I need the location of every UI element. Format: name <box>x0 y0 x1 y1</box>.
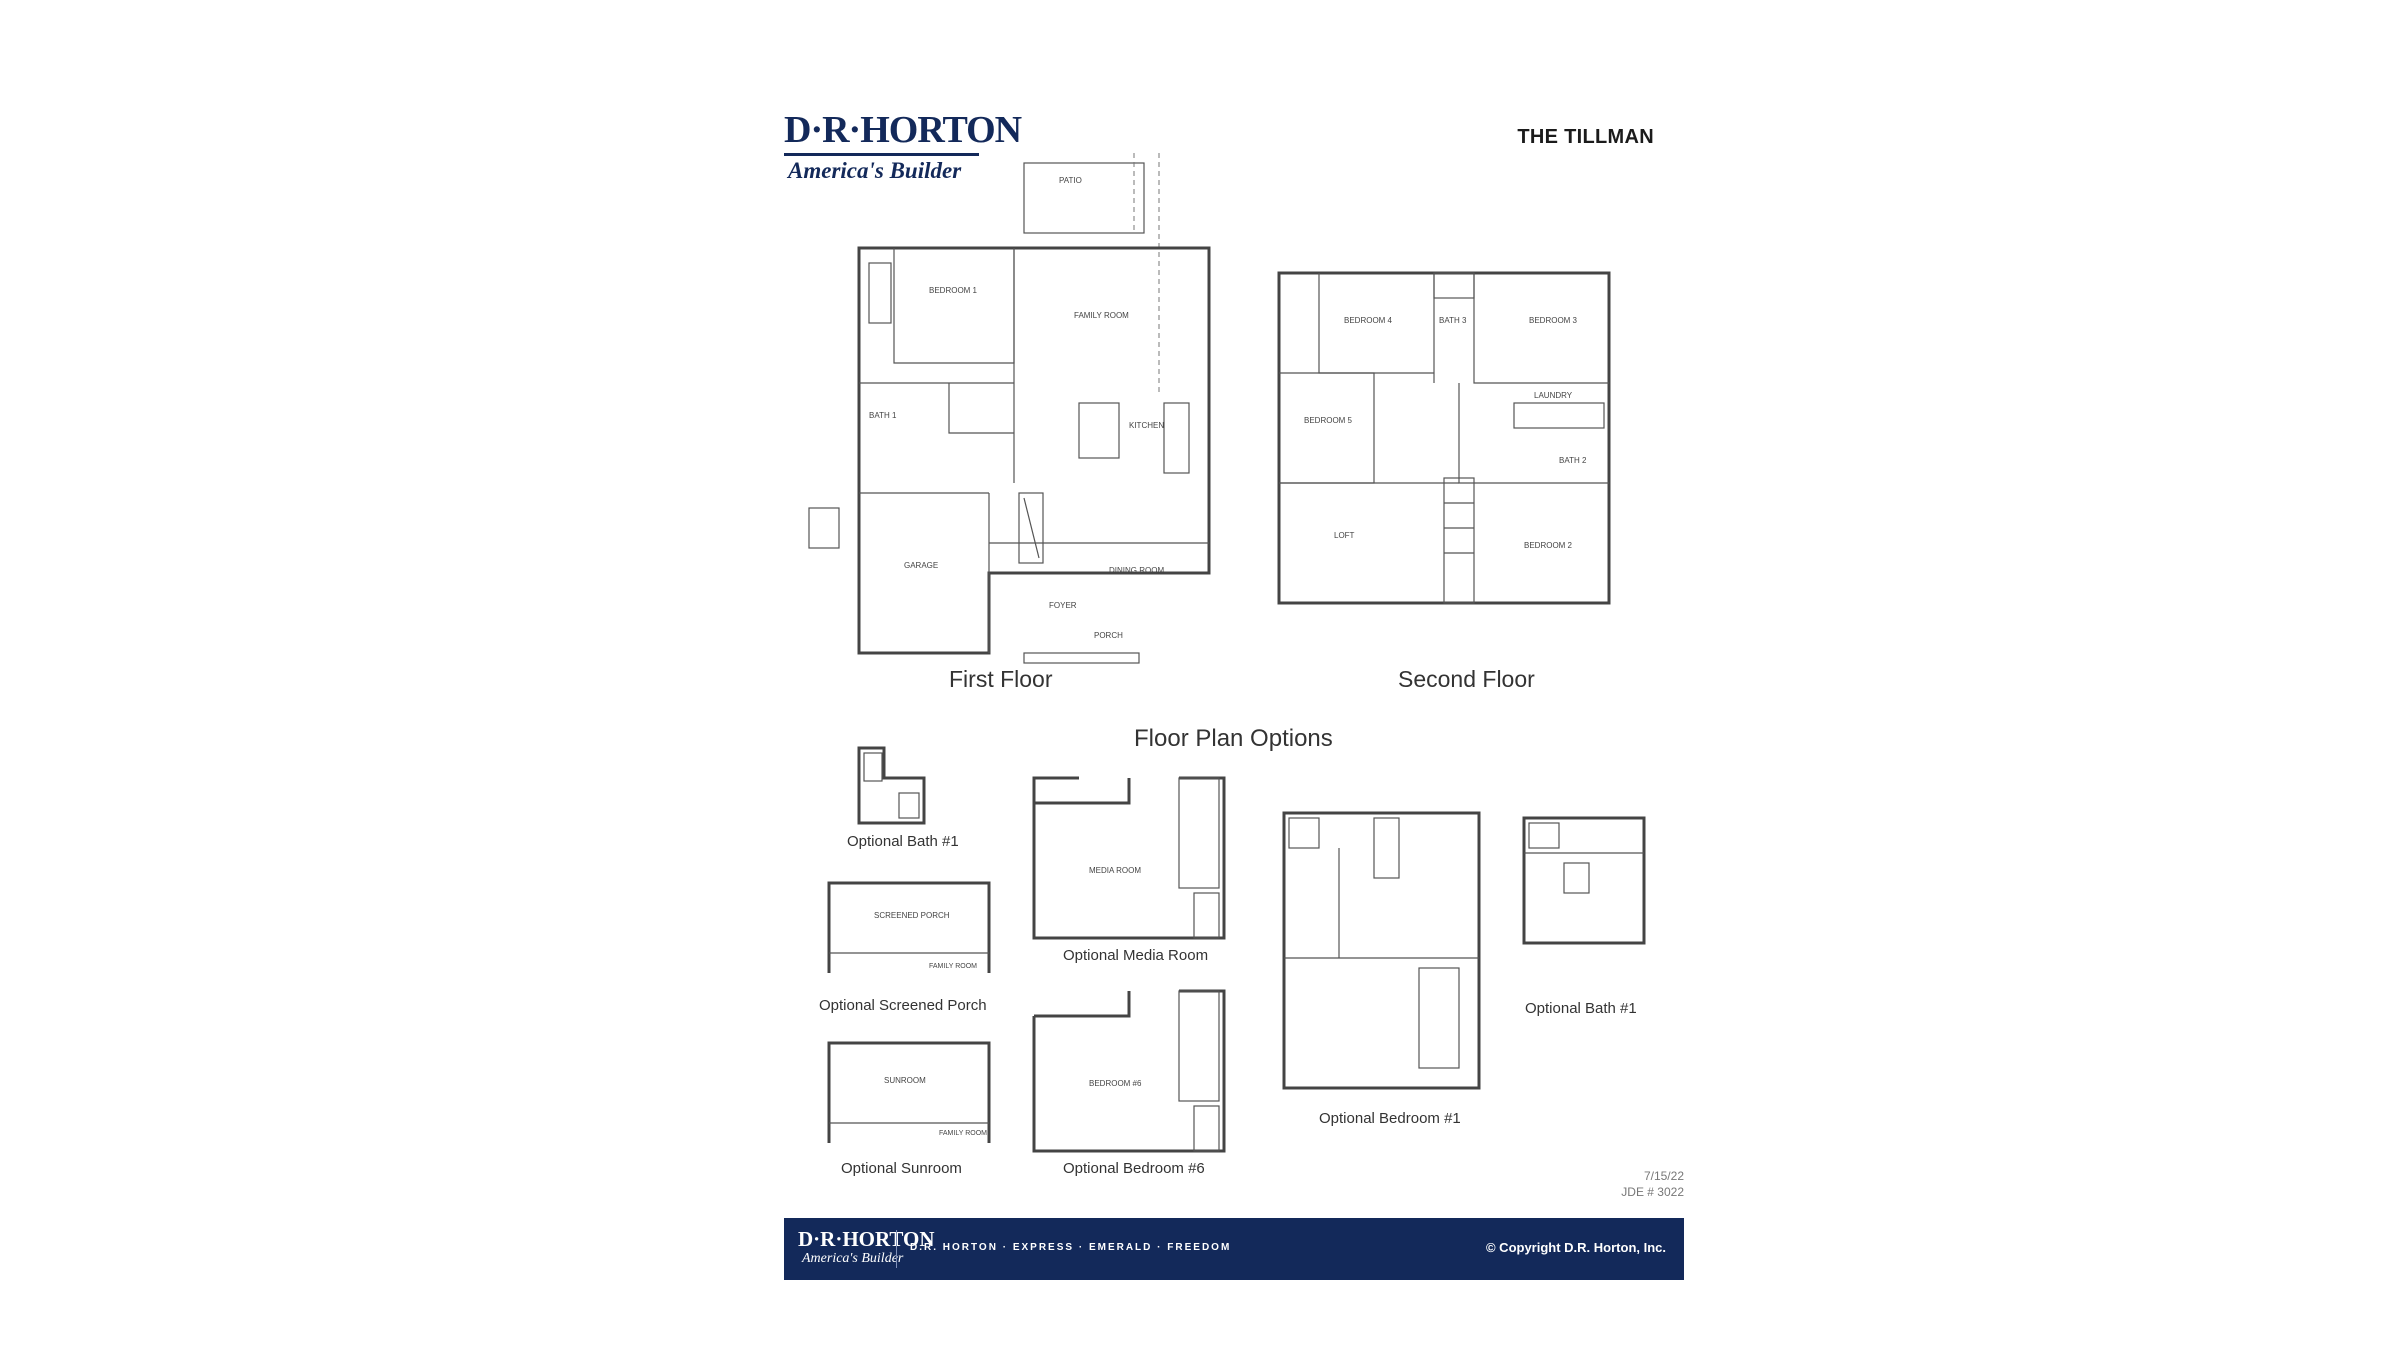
footer-logo-tagline: America's Builder <box>802 1251 904 1266</box>
porch-label: PORCH <box>1094 631 1123 640</box>
logo-rule <box>784 153 979 156</box>
footer-separator <box>896 1230 897 1268</box>
bedroom1-label: BEDROOM 1 <box>929 286 978 295</box>
bath3-label: BATH 3 <box>1439 316 1467 325</box>
bedroom6-label: BEDROOM #6 <box>1089 1079 1142 1088</box>
laundry-label: LAUNDRY <box>1534 391 1573 400</box>
optional-bath1-right-label: Optional Bath #1 <box>1525 1000 1637 1017</box>
first-floor-plan: PATIO BEDROOM 1 FAMILY ROOM KITCHEN GARA… <box>808 153 1211 664</box>
media-room-label: MEDIA ROOM <box>1089 866 1141 875</box>
plan-title: THE TILLMAN <box>1517 126 1654 148</box>
floor-plan-sheet: D·R·HORTON America's Builder THE TILLMAN… <box>784 108 1684 1283</box>
kitchen-label: KITCHEN <box>1129 421 1164 430</box>
options-title: Floor Plan Options <box>1134 725 1333 752</box>
bedroom5-label: BEDROOM 5 <box>1304 416 1353 425</box>
screened-porch-family-room-label: FAMILY ROOM <box>929 963 977 970</box>
optional-bath1-top-plan <box>857 746 926 825</box>
optional-media-room-label: Optional Media Room <box>1063 947 1209 964</box>
bedroom3-label: BEDROOM 3 <box>1529 316 1578 325</box>
dining-room-label: DINING ROOM <box>1109 566 1164 575</box>
footer-logo-wordmark: D·R·HORTON <box>798 1227 935 1251</box>
optional-sunroom-plan: SUNROOM FAMILY ROOM <box>827 1041 991 1143</box>
optional-bedroom1-plan <box>1282 811 1481 1090</box>
footer-bar: D·R·HORTON America's Builder D.R. HORTON… <box>784 1218 1684 1280</box>
optional-bath1-right-plan <box>1522 816 1646 945</box>
foyer-label: FOYER <box>1049 601 1077 610</box>
first-floor-label: First Floor <box>949 666 1053 692</box>
bedroom2-label: BEDROOM 2 <box>1524 541 1573 550</box>
second-floor-plan: BEDROOM 4 BEDROOM 3 BEDROOM 5 LAUNDRY BA… <box>1277 271 1611 605</box>
bedroom4-label: BEDROOM 4 <box>1344 316 1393 325</box>
optional-bedroom1-label: Optional Bedroom #1 <box>1319 1110 1461 1127</box>
optional-bedroom6-plan: BEDROOM #6 <box>1032 989 1226 1153</box>
optional-screened-porch-label: Optional Screened Porch <box>819 997 987 1014</box>
revision-jde: JDE # 3022 <box>1621 1185 1684 1199</box>
footer-copyright: © Copyright D.R. Horton, Inc. <box>1485 1240 1666 1255</box>
optional-media-room-plan: MEDIA ROOM <box>1032 776 1226 940</box>
family-room-label: FAMILY ROOM <box>1074 311 1129 320</box>
loft-label: LOFT <box>1334 531 1355 540</box>
logo-tagline: America's Builder <box>788 158 962 183</box>
bath1-label: BATH 1 <box>869 411 897 420</box>
optional-sunroom-label: Optional Sunroom <box>841 1160 962 1177</box>
patio-label: PATIO <box>1059 176 1082 185</box>
optional-screened-porch-plan: SCREENED PORCH FAMILY ROOM <box>827 881 991 973</box>
dr-horton-logo: D·R·HORTON America's Builder <box>784 108 1022 188</box>
garage-label: GARAGE <box>904 561 938 570</box>
bath2-label: BATH 2 <box>1559 456 1587 465</box>
screened-porch-label: SCREENED PORCH <box>874 911 950 920</box>
footer-brands: D.R. HORTON · EXPRESS · EMERALD · FREEDO… <box>910 1242 1232 1253</box>
sunroom-family-room-label: FAMILY ROOM <box>939 1130 987 1137</box>
logo-wordmark: D·R·HORTON <box>784 109 1022 151</box>
sunroom-label: SUNROOM <box>884 1076 926 1085</box>
optional-bath1-top-label: Optional Bath #1 <box>847 833 959 850</box>
second-floor-label: Second Floor <box>1398 666 1535 692</box>
revision-date: 7/15/22 <box>1643 1169 1684 1183</box>
optional-bedroom6-label: Optional Bedroom #6 <box>1063 1160 1205 1177</box>
revision-info: 7/15/22 JDE # 3022 <box>1621 1168 1684 1200</box>
